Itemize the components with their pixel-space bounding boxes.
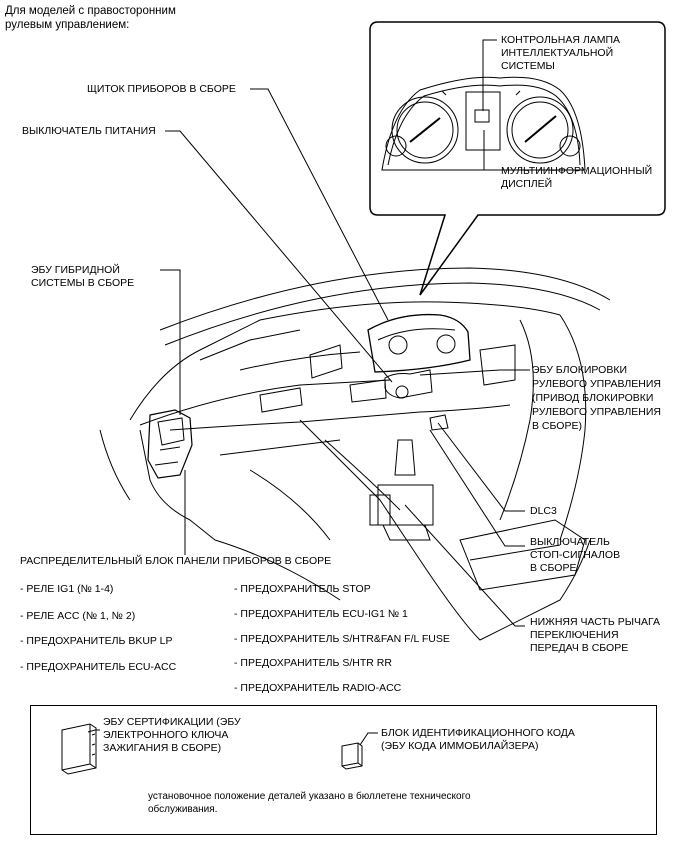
indicator-label-1: КОНТРОЛЬНАЯ ЛАМПА	[501, 34, 621, 46]
leader-lines	[160, 88, 530, 627]
junction-item: - ПРЕДОХРАНИТЕЛЬ S/HTR RR	[234, 657, 392, 669]
steering-lock-label-2: РУЛЕВОГО УПРАВЛЕНИЯ	[532, 378, 662, 390]
junction-item: - ПРЕДОХРАНИТЕЛЬ ECU-IG1 № 1	[234, 608, 408, 620]
note-text-1: установочное положение деталей указано в…	[148, 791, 471, 802]
junction-item: - ПРЕДОХРАНИТЕЛЬ S/HTR&FAN F/L FUSE	[234, 633, 450, 645]
shift-lever-label-3: ПЕРЕДАЧ В СБОРЕ	[530, 642, 629, 654]
junction-item: - РЕЛЕ IG1 (№ 1-4)	[20, 583, 114, 595]
stop-switch-label-3: В СБОРЕ	[530, 562, 577, 574]
cert-ecu-label-1: ЭБУ СЕРТИФИКАЦИИ (ЭБУ	[103, 716, 241, 728]
header-line-1: Для моделей с правосторонним	[5, 5, 176, 17]
note-text-2: обслуживания.	[148, 804, 218, 815]
steering-lock-label-4: РУЛЕВОГО УПРАВЛЕНИЯ	[532, 406, 662, 418]
cert-ecu-label-2: ЭЛЕКТРОННОГО КЛЮЧА	[103, 729, 229, 741]
stop-switch-label-2: СТОП-СИГНАЛОВ	[530, 549, 621, 561]
meter-inset-frame	[369, 21, 666, 296]
id-box-drawing	[341, 732, 378, 770]
indicator-label-3: СИСТЕМЫ	[501, 60, 555, 72]
dlc3-label: DLC3	[530, 505, 557, 517]
shift-lever-label-1: НИЖНЯЯ ЧАСТЬ РЫЧАГА	[530, 616, 661, 628]
steering-lock-label-3: (ПРИВОД БЛОКИРОВКИ	[532, 392, 654, 404]
dashboard-drawing	[99, 267, 611, 641]
combination-meter-label: ЩИТОК ПРИБОРОВ В СБОРЕ	[87, 83, 236, 95]
multi-display-label-2: ДИСПЛЕЙ	[501, 178, 553, 190]
steering-lock-label-5: В СБОРЕ)	[532, 420, 582, 432]
steering-lock-label-1: ЭБУ БЛОКИРОВКИ	[532, 364, 628, 376]
junction-item: - РЕЛЕ ACC (№ 1, № 2)	[20, 610, 136, 622]
indicator-label-2: ИНТЕЛЛЕКТУАЛЬНОЙ	[501, 47, 614, 59]
junction-item: - ПРЕДОХРАНИТЕЛЬ BKUP LP	[20, 635, 173, 647]
cert-ecu-drawing	[61, 723, 100, 775]
hybrid-ecu-label-2: СИСТЕМЫ В СБОРЕ	[31, 277, 135, 289]
cert-ecu-label-3: ЗАЖИГАНИЯ В СБОРЕ)	[103, 742, 222, 754]
power-switch-label: ВЫКЛЮЧАТЕЛЬ ПИТАНИЯ	[22, 125, 156, 137]
hybrid-ecu-label-1: ЭБУ ГИБРИДНОЙ	[31, 264, 120, 276]
header-line-2: рулевым управлением:	[5, 19, 130, 31]
junction-item: - ПРЕДОХРАНИТЕЛЬ ECU-ACC	[20, 661, 177, 673]
note-box	[30, 705, 657, 835]
junction-block-title: РАСПРЕДЕЛИТЕЛЬНЫЙ БЛОК ПАНЕЛИ ПРИБОРОВ В…	[20, 555, 332, 567]
id-box-label-2: (ЭБУ КОДА ИММОБИЛАЙЗЕРА)	[381, 740, 539, 752]
id-box-label-1: БЛОК ИДЕНТИФИКАЦИОННОГО КОДА	[381, 727, 575, 739]
multi-display-label-1: МУЛЬТИИНФОРМАЦИОННЫЙ	[501, 165, 653, 177]
junction-item: - ПРЕДОХРАНИТЕЛЬ RADIO-ACC	[234, 682, 402, 694]
junction-item: - ПРЕДОХРАНИТЕЛЬ STOP	[234, 583, 371, 595]
shift-lever-label-2: ПЕРЕКЛЮЧЕНИЯ	[530, 629, 619, 641]
stop-switch-label-1: ВЫКЛЮЧАТЕЛЬ	[530, 536, 610, 548]
